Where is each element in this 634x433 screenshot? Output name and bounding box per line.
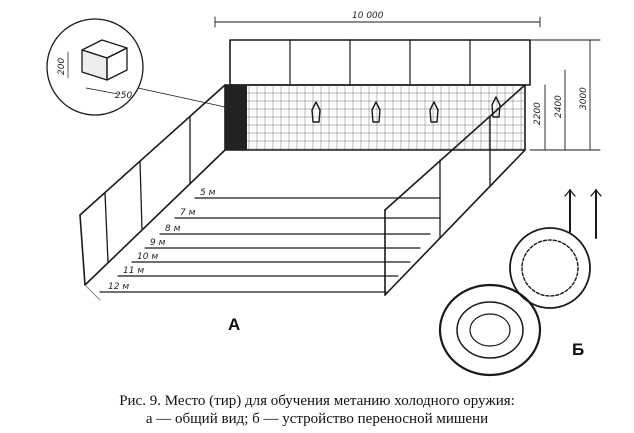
distance-labels: 5 м 7 м 8 м 9 м 10 м 11 м 12 м xyxy=(108,188,216,292)
post-height-label: 2400 xyxy=(554,95,564,118)
caption-line-1: Рис. 9. Место (тир) для обучения метанию… xyxy=(119,393,515,409)
detail-height-label: 200 xyxy=(57,58,67,75)
shooting-range-figure: 10 000 2200 2400 3000 200 250 5 м 7 м 8 м 9… xyxy=(46,11,602,377)
distance-label: 7 м xyxy=(180,208,196,218)
right-side-fence xyxy=(384,84,526,296)
distance-label: 11 м xyxy=(123,266,144,276)
back-upper-fence xyxy=(229,39,531,86)
letter-b: Б xyxy=(572,340,584,359)
left-side-fence xyxy=(79,84,226,286)
height-dimensions xyxy=(529,39,601,151)
distance-label: 8 м xyxy=(165,224,181,234)
distance-label: 10 м xyxy=(137,252,158,262)
total-height-label: 3000 xyxy=(579,87,589,110)
portable-target-tires xyxy=(438,189,602,377)
distance-label: 9 м xyxy=(150,238,166,248)
back-target-wall xyxy=(224,84,526,151)
distance-lines xyxy=(99,197,441,293)
distance-label: 5 м xyxy=(200,188,216,198)
letter-a: А xyxy=(228,315,240,334)
net-height-label: 2200 xyxy=(533,102,543,125)
length-dimension-label: 10 000 xyxy=(352,11,384,21)
figure-caption: Рис. 9. Место (тир) для обучения метанию… xyxy=(0,392,634,428)
detail-circle xyxy=(46,18,226,116)
caption-line-2: а — общий вид; б — устройство переносной… xyxy=(145,411,489,427)
distance-label: 12 м xyxy=(108,282,129,292)
detail-width-label: 250 xyxy=(115,91,132,101)
target-figures xyxy=(311,96,501,123)
top-dimension xyxy=(214,16,541,28)
